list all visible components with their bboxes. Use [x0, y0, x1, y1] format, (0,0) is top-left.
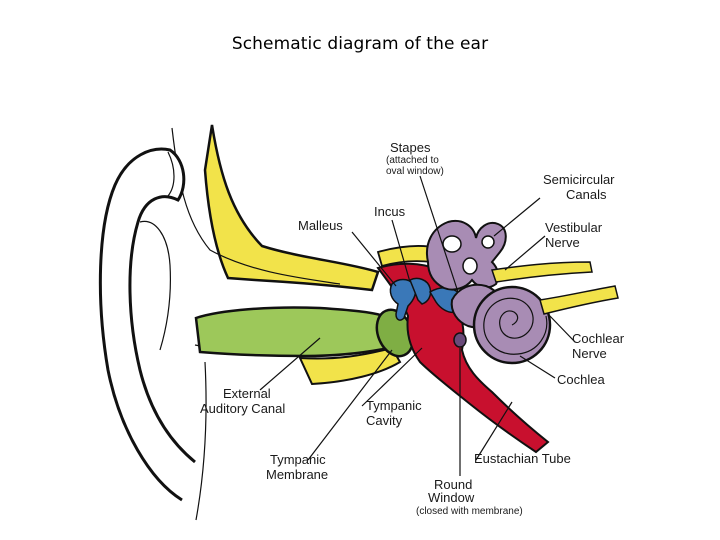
pinna-inner-fold [139, 220, 171, 351]
label-semicircular-1: Semicircular [543, 172, 615, 187]
upper-temporal-bone [203, 124, 380, 292]
cochlear-nerve [539, 285, 619, 315]
label-eustachian: Eustachian Tube [474, 451, 571, 466]
label-tympanic-membrane-1: Tympanic [270, 452, 326, 467]
semicircular-canal-hole-1 [442, 235, 462, 253]
leader-tympanic-membrane [307, 349, 393, 461]
vestibular-nerve [491, 261, 593, 283]
label-external-2: Auditory Canal [200, 401, 285, 416]
leader-eustachian [475, 401, 513, 461]
leader-incus [391, 219, 411, 283]
page-title: Schematic diagram of the ear [231, 34, 489, 54]
label-tympanic-cavity-2: Cavity [366, 413, 403, 428]
label-incus: Incus [374, 204, 406, 219]
round-window [453, 332, 467, 348]
label-cochlear-nerve-1: Cochlear [572, 331, 625, 346]
leader-tympanic-cavity [361, 347, 423, 407]
incus-ossicle [409, 277, 432, 305]
label-round-window-1: Round [434, 477, 472, 492]
lower-temporal-bone [298, 346, 402, 386]
cochlea-spiral [483, 297, 548, 355]
leader-malleus [351, 231, 397, 287]
label-malleus: Malleus [298, 218, 343, 233]
label-external-1: External [223, 386, 271, 401]
leader-vestibular [504, 235, 546, 271]
leader-semicircular [493, 197, 541, 237]
leader-cochlear-nerve [547, 313, 576, 343]
semicircular-canal-hole-2 [481, 235, 495, 249]
leader-external [259, 337, 321, 391]
label-stapes-note-1: (attached to [386, 155, 439, 166]
pinna [98, 147, 196, 502]
label-semicircular-2: Canals [566, 187, 607, 202]
external-auditory-canal [194, 306, 400, 358]
label-tympanic-cavity-1: Tympanic [366, 398, 422, 413]
label-vestibular-1: Vestibular [545, 220, 603, 235]
label-round-window-2: Window [428, 490, 475, 505]
ear-base-outline [195, 361, 207, 521]
label-cochlea: Cochlea [557, 372, 605, 387]
label-stapes-note-2: oval window) [386, 166, 444, 177]
leader-stapes [419, 175, 459, 293]
pinna-inner-fold-2 [167, 151, 175, 197]
semicircular-canals [426, 220, 507, 291]
malleus-ossicle [389, 278, 417, 321]
label-vestibular-2: Nerve [545, 235, 580, 250]
label-cochlear-nerve-2: Nerve [572, 346, 607, 361]
label-tympanic-membrane-2: Membrane [266, 467, 328, 482]
semicircular-canal-hole-3 [462, 257, 478, 275]
label-stapes: Stapes [390, 140, 431, 155]
label-round-window-note: (closed with membrane) [416, 506, 523, 517]
leader-cochlea [519, 355, 556, 379]
